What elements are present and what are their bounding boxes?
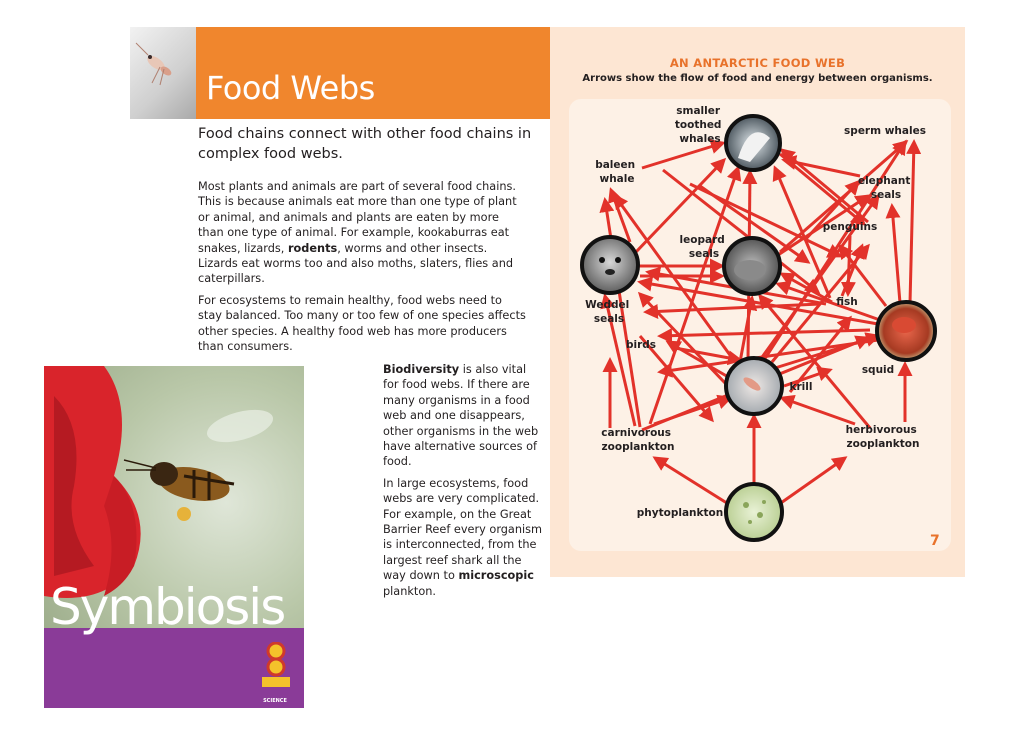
label-penguins: penguins [823,221,877,233]
paragraph-text: is also vital for food webs. If there ar… [383,363,539,469]
food-web-arrow [674,346,743,366]
photo-leopard-seals [722,236,782,296]
food-web-arrow [634,157,727,254]
body-column-2: Biodiversity is also vital for food webs… [383,362,545,605]
cover-title-band [44,628,304,708]
paragraph-text: In large ecosystems, food webs are very … [383,476,543,583]
food-web-arrow [779,394,856,426]
cover-title: Symbiosis [50,578,286,636]
paragraph-4: In large ecosystems, food webs are very … [383,476,545,599]
photo-weddel-seals [580,235,640,295]
food-web-arrow [657,328,871,344]
food-web-arrow [885,203,902,304]
cover-series: SCIENCE [263,698,287,704]
photo-phytoplankton [724,482,784,542]
label-squid: squid [862,364,894,376]
food-web-arrow [638,335,714,423]
photo-smaller-toothed-whales [724,114,782,172]
paragraph-1: Most plants and animals are part of seve… [198,179,528,287]
left-page: Food Webs Food chains connect with other… [130,27,550,598]
food-web-arrow [840,235,856,297]
title-band [196,27,550,119]
food-web-arrow [777,194,871,257]
paragraph-2: For ecosystems to remain healthy, food w… [198,293,526,354]
food-web-arrow [779,152,867,226]
food-web-arrow [906,139,922,304]
label-krill: krill [790,381,813,393]
food-web-arrow [775,280,881,322]
food-web-arrows [599,139,922,507]
photo-krill [724,356,784,416]
label-leopard-seals: leopard seals [680,234,729,260]
page-number: 7 [930,533,940,549]
photo-squid [875,300,937,362]
food-web-arrow [783,366,833,388]
food-web-arrow [781,155,861,178]
glossary-term-biodiversity[interactable]: Biodiversity [383,363,460,376]
food-web-arrow [838,243,888,307]
page-title: Food Webs [206,69,375,107]
paragraph-text: , worms and other insects. Lizards eat w… [198,241,514,286]
book-cover: Symbiosis SCIENCE [44,366,304,708]
food-web-arrow [652,456,731,507]
label-birds: birds [626,339,656,351]
food-web-arrow [648,165,742,425]
bee-on-flower-image [44,366,274,598]
label-sperm-whales: sperm whales [844,125,926,137]
label-fish: fish [836,296,858,308]
label-weddel-seals: Weddel seals [585,299,633,325]
food-web-arrow [600,293,637,427]
label-phytoplankton: phytoplankton [637,507,723,519]
krill-photo [130,27,196,119]
label-carnivorous-zooplankton: carnivorous zooplankton [601,427,674,453]
food-web-arrow [643,302,821,319]
food-web-arrow [777,456,848,507]
label-herbivorous-zooplankton: herbivorous zooplankton [846,424,921,450]
food-web-arrow [657,338,879,378]
food-web-arrow [689,182,843,258]
food-web-subtitle: Arrows show the flow of food and energy … [582,73,933,84]
food-web-arrow [662,168,821,294]
go-facts-logo [262,642,290,687]
label-elephant-seals: elephant seals [858,175,914,201]
paragraph-3: Biodiversity is also vital for food webs… [383,362,545,470]
glossary-term-microscopic[interactable]: microscopic [458,569,534,583]
food-web-arrow [637,276,879,326]
food-web-arrow [608,187,632,243]
food-web-title: AN ANTARCTIC FOOD WEB [669,56,846,70]
food-web-arrow [803,179,861,242]
glossary-term-rodents[interactable]: rodents [287,241,338,255]
label-smaller-toothed-whales: smaller toothed whales [675,105,725,145]
paragraph-text: Most plants and animals are part of seve… [198,180,517,255]
body-column-1: Most plants and animals are part of seve… [198,179,528,360]
paragraph-text: plankton. [383,584,437,598]
intro-text: Food chains connect with other food chai… [198,126,532,162]
label-baleen-whale: baleen whale [595,159,639,185]
food-web-arrow [641,139,726,170]
